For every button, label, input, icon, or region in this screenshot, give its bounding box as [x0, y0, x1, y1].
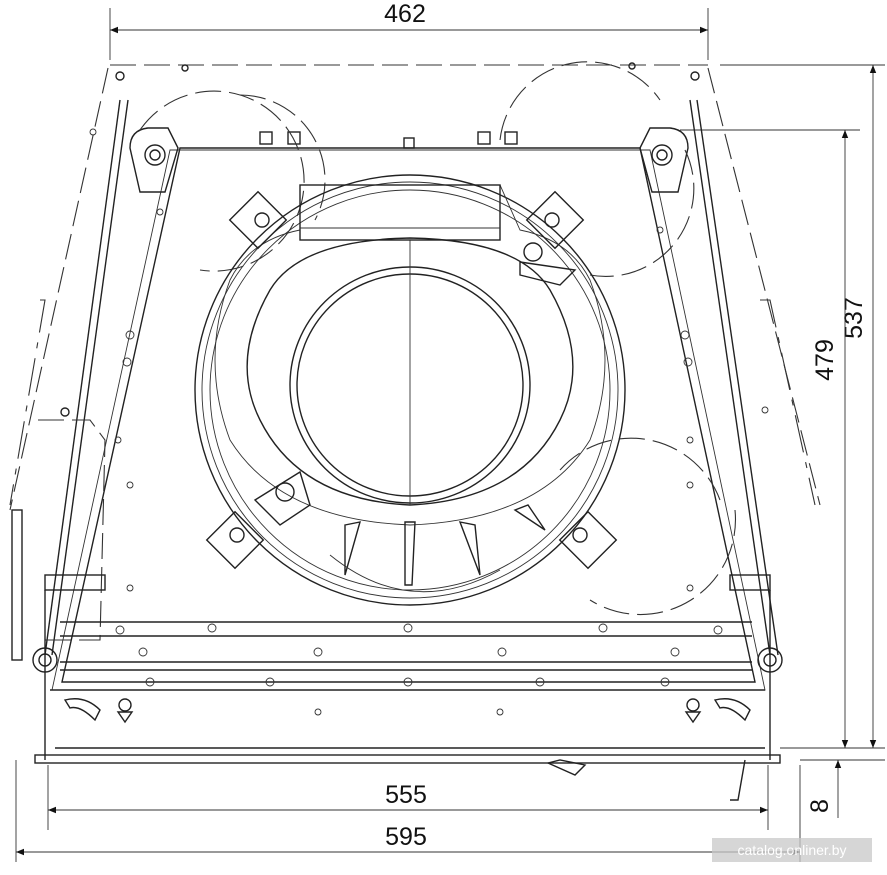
dimension-label-595: 595 [385, 823, 427, 851]
drum-housing [194, 174, 626, 606]
vent-fins [329, 504, 546, 593]
drum-lugs [205, 190, 618, 570]
hinge-bottom-left [32, 647, 134, 724]
porthole [214, 184, 606, 526]
swing-arcs [139, 61, 737, 616]
left-side-panel [11, 407, 106, 661]
dimension-label-462: 462 [384, 0, 426, 28]
watermark: catalog.onliner.by [712, 838, 872, 862]
dimension-height-outer: 537 [720, 64, 885, 749]
door-lock-bottom [253, 470, 311, 526]
dimension-height-inner: 479 [680, 129, 860, 748]
hinge-top-left [129, 127, 179, 193]
dimension-label-8: 8 [806, 799, 834, 813]
dimension-label-537: 537 [840, 297, 868, 339]
side-rivets [89, 128, 769, 592]
outer-frame-dashed [9, 64, 821, 511]
door-lock-top [519, 242, 577, 286]
dimension-overall-width: 595 [15, 760, 801, 862]
hinge-top-right [639, 127, 689, 193]
main-panel [44, 99, 779, 691]
bottom-handle [545, 759, 587, 776]
watermark-text: catalog.onliner.by [738, 842, 847, 858]
top-duct [299, 184, 501, 241]
dimension-base-thickness: 8 [800, 759, 885, 818]
dimension-top-width: 462 [109, 0, 709, 60]
base-rails [34, 574, 781, 764]
dimension-base-width: 555 [47, 765, 769, 830]
top-fixings [115, 62, 700, 149]
hinge-bottom-right [684, 647, 783, 801]
dimension-label-479: 479 [811, 339, 839, 381]
dimension-label-555: 555 [385, 781, 427, 809]
